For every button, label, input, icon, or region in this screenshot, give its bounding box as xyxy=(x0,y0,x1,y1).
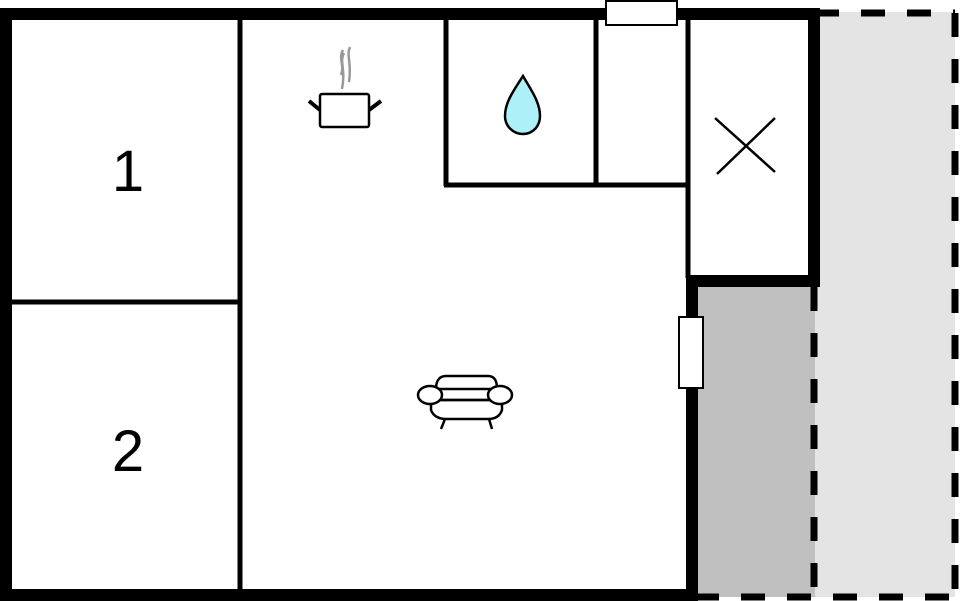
open-terrace-area xyxy=(812,12,955,597)
room-label-1: 1 xyxy=(112,139,144,204)
window-side xyxy=(678,316,704,389)
storage-cross-icon xyxy=(714,117,776,175)
room-label-2: 2 xyxy=(112,419,144,484)
terrace-dashed-outline xyxy=(695,9,959,601)
window-top xyxy=(605,0,678,26)
kitchen-pot-icon xyxy=(307,46,383,129)
water-drop-icon xyxy=(503,73,542,136)
sofa-icon xyxy=(416,374,514,430)
interior-walls xyxy=(10,18,691,591)
covered-terrace-area xyxy=(697,287,815,597)
